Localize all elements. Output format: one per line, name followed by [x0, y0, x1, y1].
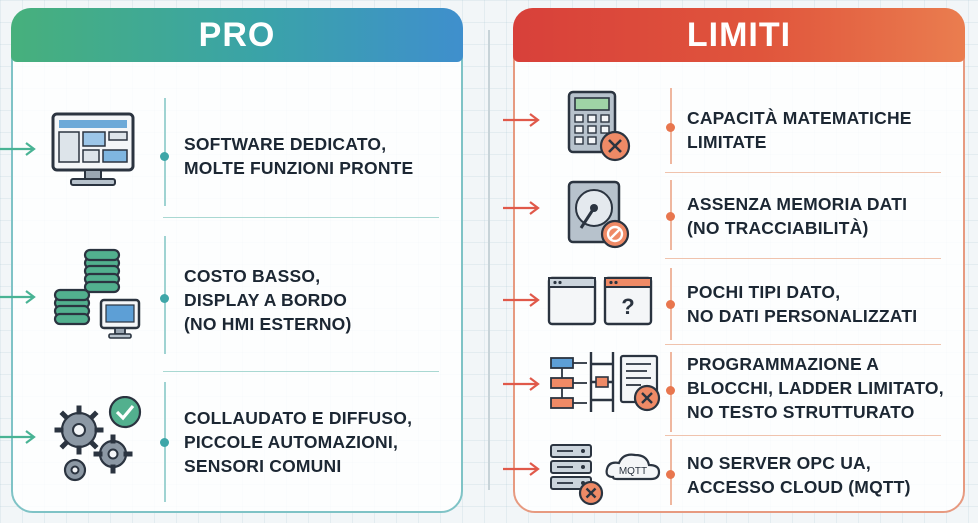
- limiti-item-memory-text: ASSENZA MEMORIA DATI (NO TRACCIABILITÀ): [687, 194, 908, 238]
- limiti-item-memory: ASSENZA MEMORIA DATI (NO TRACCIABILITÀ): [503, 168, 963, 254]
- pro-title: PRO: [198, 15, 276, 54]
- arrow-right-icon: [503, 377, 540, 391]
- limiti-item-connectivity-text: NO SERVER OPC UA, ACCESSO CLOUD (MQTT): [687, 453, 911, 497]
- pro-item-cost: COSTO BASSO, DISPLAY A BORDO (NO HMI EST…: [0, 226, 461, 364]
- arrow-right-icon: [503, 201, 540, 215]
- bullet-dot: [666, 123, 675, 132]
- svg-text:?: ?: [621, 294, 634, 319]
- bullet-dot: [666, 470, 675, 479]
- gears-check-icon: [54, 396, 142, 482]
- windows-question-icon: ?: [547, 276, 653, 326]
- bullet-dot: [160, 294, 169, 303]
- arrow-right-icon: [503, 293, 540, 307]
- limiti-item-programming-text: PROGRAMMAZIONE A BLOCCHI, LADDER LIMITAT…: [687, 354, 944, 422]
- row-separator: [665, 344, 941, 345]
- computer-monitor-icon: [51, 112, 135, 186]
- bullet-dot: [666, 300, 675, 309]
- limiti-item-programming: PROGRAMMAZIONE A BLOCCHI, LADDER LIMITAT…: [503, 344, 963, 440]
- row-separator: [163, 371, 439, 372]
- calculator-cross-icon: [567, 90, 631, 162]
- pro-panel: PRO SOFTWARE DEDICATO, MOLTE FUNZIONI PR…: [0, 8, 463, 513]
- hard-drive-blocked-icon: [567, 180, 630, 249]
- arrow-right-icon: [503, 113, 540, 127]
- row-separator: [665, 172, 941, 173]
- arrow-right-icon: [0, 430, 36, 444]
- limiti-item-math: CAPACITÀ MATEMATICHE LIMITATE: [503, 84, 963, 168]
- pro-item-software: SOFTWARE DEDICATO, MOLTE FUNZIONI PRONTE: [0, 90, 461, 208]
- arrow-right-icon: [0, 290, 36, 304]
- coins-and-display-icon: [53, 248, 141, 339]
- bullet-dot: [160, 438, 169, 447]
- limiti-title: LIMITI: [686, 15, 792, 54]
- mqtt-cloud-label: MQTT: [619, 466, 647, 477]
- row-separator: [665, 258, 941, 259]
- limiti-item-connectivity: MQTT NO SERVER OPC UA, ACCESSO CLOUD (MQ…: [503, 435, 963, 511]
- bullet-dot: [666, 212, 675, 221]
- pro-item-software-text: SOFTWARE DEDICATO, MOLTE FUNZIONI PRONTE: [184, 134, 414, 178]
- limiti-header: LIMITI: [513, 8, 965, 62]
- limiti-item-datatypes: ? POCHI TIPI DATO, NO DATI PERSONALIZZAT…: [503, 258, 963, 344]
- ladder-blocks-cross-icon: [550, 352, 661, 412]
- limiti-item-math-text: CAPACITÀ MATEMATICHE LIMITATE: [687, 108, 912, 152]
- limiti-item-datatypes-text: POCHI TIPI DATO, NO DATI PERSONALIZZATI: [687, 282, 918, 326]
- arrow-right-icon: [503, 462, 540, 476]
- pro-item-cost-text: COSTO BASSO, DISPLAY A BORDO (NO HMI EST…: [184, 266, 352, 334]
- pro-item-tested: COLLAUDATO E DIFFUSO, PICCOLE AUTOMAZION…: [0, 376, 461, 508]
- server-mqtt-cloud-icon: MQTT: [550, 444, 661, 506]
- row-separator: [163, 217, 439, 218]
- row-separator: [665, 435, 941, 436]
- bullet-dot: [160, 152, 169, 161]
- bullet-dot: [666, 386, 675, 395]
- arrow-right-icon: [0, 142, 36, 156]
- pro-item-tested-text: COLLAUDATO E DIFFUSO, PICCOLE AUTOMAZION…: [184, 408, 413, 476]
- center-divider: [488, 30, 490, 490]
- limiti-panel: LIMITI CAPACITÀ MATEMATICHE LIMITATE: [503, 8, 965, 513]
- pro-header: PRO: [11, 8, 463, 62]
